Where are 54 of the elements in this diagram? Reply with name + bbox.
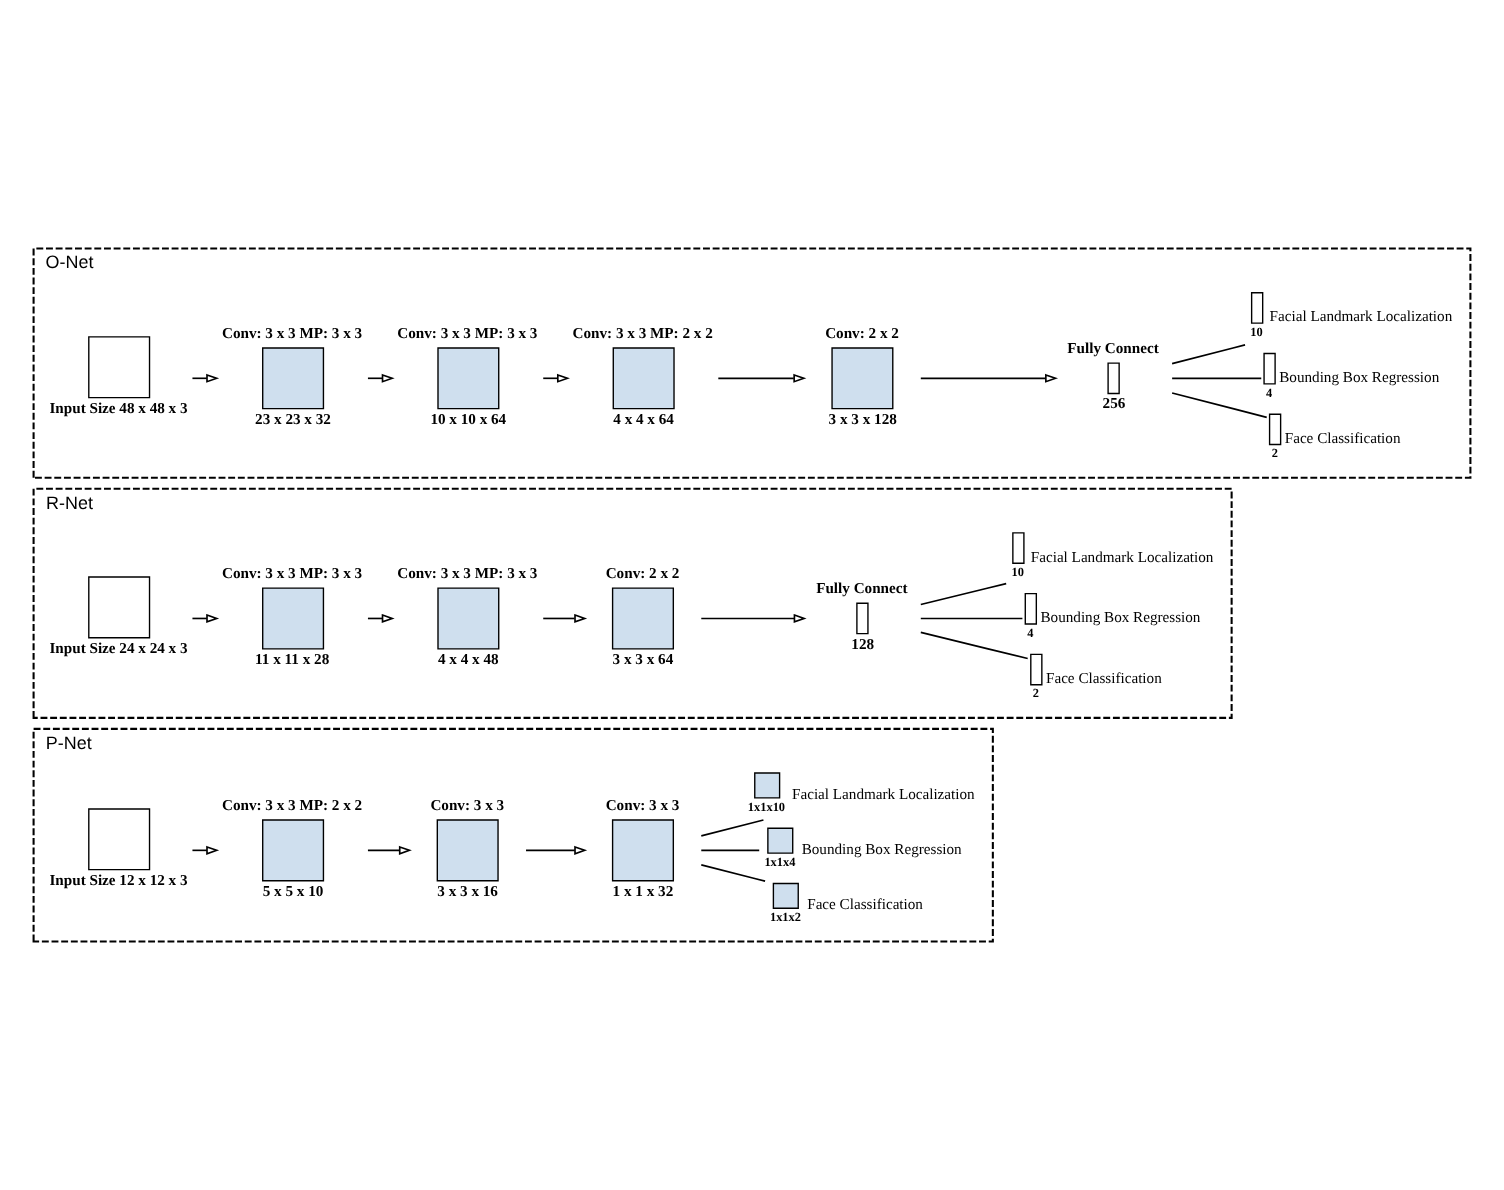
connector xyxy=(919,617,1024,620)
node-label: 3 x 3 x 128 xyxy=(828,409,897,428)
arrow xyxy=(191,373,220,383)
node-label: Facial Landmark Localization xyxy=(1030,547,1214,566)
node-label: 4 x 4 x 48 xyxy=(438,649,499,668)
node-label: Conv: 3 x 3 MP: 3 x 3 xyxy=(221,324,363,342)
node-label: 10 x 10 x 64 xyxy=(430,409,507,428)
node-label: 3 x 3 x 16 xyxy=(437,881,498,900)
node-label: 11 x 11 x 28 xyxy=(255,649,330,668)
node-label: 128 xyxy=(851,634,875,653)
node-label: Face Classification xyxy=(807,895,923,914)
connector xyxy=(700,849,761,852)
node-label: 256 xyxy=(1102,394,1126,413)
node-label: 3 x 3 x 64 xyxy=(612,649,674,668)
node-label: Face Classification xyxy=(1045,669,1162,688)
arrow xyxy=(700,613,807,624)
node-label: Bounding Box Regression xyxy=(1040,608,1201,627)
connector xyxy=(919,582,1007,606)
node-label: 1 x 1 x 32 xyxy=(612,881,674,900)
arrow xyxy=(525,845,588,855)
node-label: Conv: 3 x 3 MP: 3 x 3 xyxy=(221,564,363,583)
node-label: Conv: 3 x 3 xyxy=(430,796,505,815)
node-label: Facial Landmark Localization xyxy=(792,785,975,803)
node-label: Conv: 3 x 3 MP: 2 x 2 xyxy=(221,796,363,815)
node-label: 5 x 5 x 10 xyxy=(262,881,324,900)
node-label: 4 x 4 x 64 xyxy=(613,409,674,428)
connector xyxy=(1171,344,1246,365)
arrow xyxy=(367,845,412,855)
node-label: Conv: 3 x 3 MP: 2 x 2 xyxy=(572,324,713,342)
node-label: Input Size 24 x 24 x 3 xyxy=(49,638,188,657)
node-label: Bounding Box Regression xyxy=(1279,368,1440,387)
node-label: Conv: 3 x 3 MP: 3 x 3 xyxy=(397,564,538,583)
node-label: Face Classification xyxy=(1284,428,1401,447)
connector xyxy=(1171,392,1268,419)
arrow xyxy=(717,373,807,383)
node-label: Conv: 3 x 3 xyxy=(605,796,680,815)
node-label: Bounding Box Regression xyxy=(801,840,962,859)
node-label: 23 x 23 x 32 xyxy=(255,409,331,428)
arrow xyxy=(542,613,588,624)
connector xyxy=(700,819,765,837)
node-label: Conv: 2 x 2 xyxy=(605,564,680,583)
connector xyxy=(1171,377,1263,380)
node-label: Fully Connect xyxy=(1067,339,1159,358)
arrow xyxy=(367,373,395,383)
node-label: Facial Landmark Localization xyxy=(1269,307,1453,326)
node-label: Input Size 48 x 48 x 3 xyxy=(49,398,188,417)
node-label: Conv: 3 x 3 MP: 3 x 3 xyxy=(397,324,538,342)
node-label: Input Size 12 x 12 x 3 xyxy=(49,870,188,889)
connector xyxy=(919,631,1029,660)
arrow xyxy=(542,373,570,383)
node-label: Conv: 2 x 2 xyxy=(825,324,899,342)
arrow xyxy=(919,373,1058,383)
node-label: Fully Connect xyxy=(816,579,908,598)
connector xyxy=(700,864,766,882)
